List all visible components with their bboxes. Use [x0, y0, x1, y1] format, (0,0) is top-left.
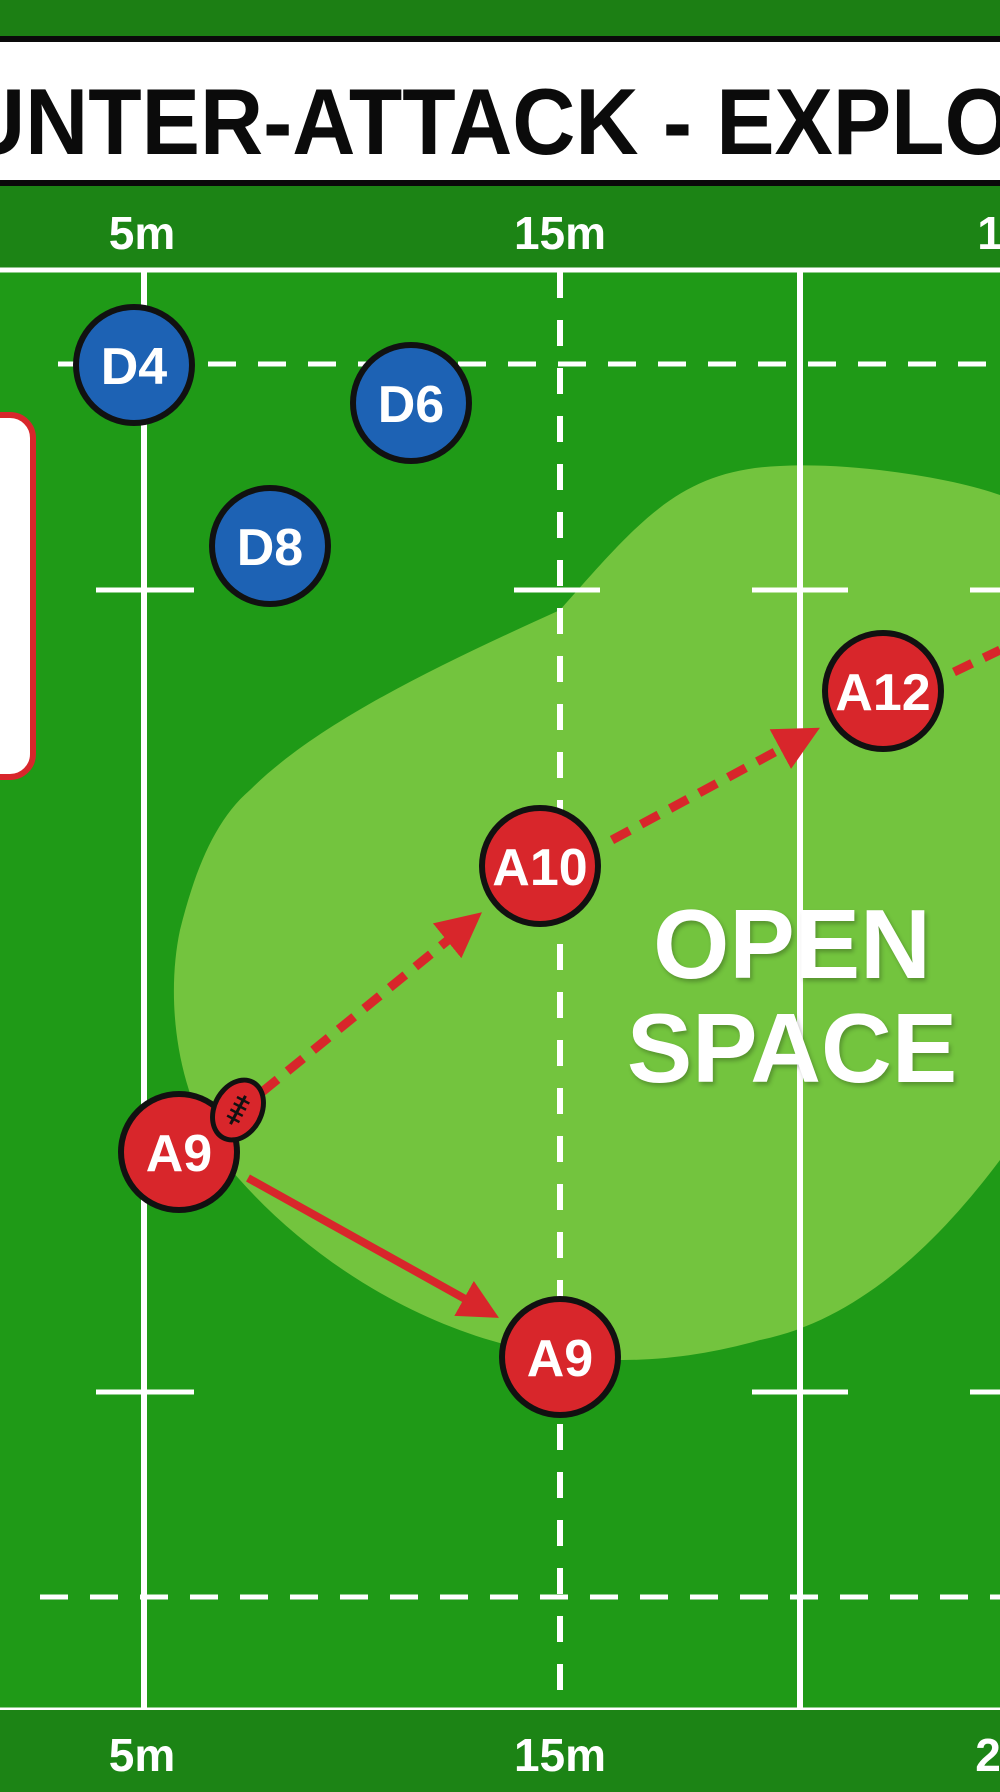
pass-arrow: [609, 727, 820, 844]
player-label: A9: [527, 1330, 593, 1388]
ruler-label-5m: 5m: [108, 1729, 176, 1781]
pass-arrow: [259, 912, 482, 1096]
attacker-a9-end: A9: [499, 1296, 621, 1418]
defender-d4: D4: [73, 304, 195, 426]
ruler-label-partial: 1: [977, 207, 1000, 259]
player-label: D8: [237, 519, 303, 577]
open-space-label-line2: SPACE: [626, 993, 958, 1103]
bottom-distance-ruler: 5m 15m 2: [0, 1710, 1000, 1792]
ruler-label-partial: 2: [975, 1729, 1000, 1781]
ruler-label-5m: 5m: [108, 207, 176, 259]
attacker-a10: A10: [479, 805, 601, 927]
ruler-label-15m: 15m: [513, 1729, 607, 1781]
ruler-label-15m: 15m: [513, 207, 607, 259]
pass-arrow: [952, 645, 1000, 677]
open-space-zone: [173, 465, 1000, 1360]
title-banner: UNTER-ATTACK - EXPLOITIN: [0, 36, 1000, 186]
rugby-ball-icon: [210, 1077, 266, 1143]
side-legend-panel: [0, 412, 36, 780]
player-label: A9: [146, 1125, 212, 1183]
player-label: D6: [378, 376, 444, 434]
attacker-a9-start: A9: [118, 1091, 240, 1213]
defender-d8: D8: [209, 485, 331, 607]
top-bar: [0, 0, 1000, 36]
open-space-label: OPEN SPACE: [627, 892, 957, 1100]
diagram-title: UNTER-ATTACK - EXPLOITIN: [0, 69, 1000, 174]
top-distance-ruler: 5m 15m 1: [0, 186, 1000, 268]
player-label: A10: [492, 839, 587, 897]
open-space-label-line1: OPEN: [653, 889, 931, 999]
defender-d6: D6: [350, 342, 472, 464]
run-arrow: [246, 1174, 499, 1318]
attacker-a12: A12: [822, 630, 944, 752]
player-label: D4: [101, 338, 168, 396]
player-label: A12: [835, 664, 930, 722]
